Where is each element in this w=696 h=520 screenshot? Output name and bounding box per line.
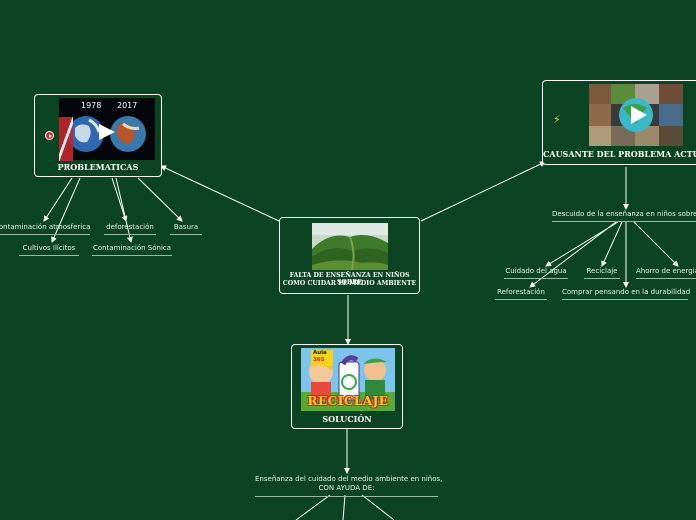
year-right-label: 2017 (117, 101, 138, 110)
leaf-comprar-durabilidad[interactable]: Comprar pensando en la durabilidad (562, 288, 690, 300)
red-stripe-decoration (59, 117, 73, 161)
link-ensenanza-3 (361, 494, 395, 520)
year-left-label: 1978 (81, 101, 102, 110)
link-prob-deforestacion (111, 177, 128, 222)
leaf-basura[interactable]: Basura (170, 223, 202, 235)
subtopic-ensenanza-line2: CON AYUDA DE: (318, 484, 375, 492)
link-desc-reciclaje (601, 221, 623, 267)
subtopic-ensenanza[interactable]: Enseñanza del cuidado del medio ambiente… (255, 475, 443, 497)
leaf-contaminacion-sonica[interactable]: Contaminación Sónica (92, 244, 172, 256)
link-prob-contaminacion (43, 177, 73, 222)
central-topic-node[interactable]: FALTA DE ENSEÑANZA EN NIÑOS SOBRE COMO C… (279, 217, 420, 294)
reciclaje-poster-word: RECICLAJE (307, 394, 389, 408)
leaf-reforestacion[interactable]: Reforestación (495, 288, 547, 300)
badge-line1: Aula (313, 350, 327, 356)
leaf-cuidado-agua[interactable]: Cuidado del agua (504, 267, 568, 279)
problematicas-title: PROBLEMATICAS (57, 162, 139, 172)
forest-image (312, 223, 388, 270)
youtube-icon[interactable] (45, 131, 54, 140)
solucion-node[interactable]: Aula 365 RECICLAJE SOLUCIÓN (291, 344, 403, 429)
leaf-cultivos-ilicitos[interactable]: Cultivos Ilícitos (19, 244, 79, 256)
link-prob-sonica (115, 177, 133, 243)
solucion-title: SOLUCIÓN (322, 414, 372, 424)
link-prob-cultivos (51, 177, 81, 243)
leaf-ahorro-energia[interactable]: Ahorro de energia (636, 267, 696, 279)
earth-comparison-image: 1978 2017 (59, 98, 155, 160)
badge-line2: 365 (313, 357, 325, 363)
subtopic-descuido[interactable]: Descuido de la enseñanza en niños sobre: (552, 210, 696, 222)
causante-node[interactable]: CAUSANTE DEL PROBLEMA ACTUAL (542, 80, 696, 165)
causante-title: CAUSANTE DEL PROBLEMA ACTUAL (543, 149, 696, 159)
link-prob-basura (137, 177, 183, 222)
link-ensenanza-2 (342, 494, 346, 520)
leaf-contaminacion-atmosferica[interactable]: Contaminación atmosferica (0, 223, 90, 235)
problematicas-node[interactable]: 1978 2017 PROBLEMATICAS (34, 94, 162, 177)
lightning-icon[interactable]: ⚡ (553, 113, 561, 126)
link-desc-ahorro (633, 221, 679, 267)
central-topic-title-line1: FALTA DE ENSEÑANZA EN NIÑOS SOBRE (289, 272, 410, 286)
link-ensenanza-1 (295, 494, 331, 520)
collage-image (589, 84, 683, 146)
central-topic-title-line2: COMO CUIDAR EL MEDIO AMBIENTE (282, 280, 417, 287)
recycling-poster-image: Aula 365 RECICLAJE (301, 348, 395, 411)
link-central-problematicas (160, 165, 280, 222)
subtopic-ensenanza-line1: Enseñanza del cuidado del medio ambiente… (255, 475, 443, 483)
leaf-deforestacion[interactable]: deforestación (104, 223, 156, 235)
leaf-reciclaje[interactable]: Reciclaje (584, 267, 620, 279)
aula365-badge: Aula 365 (311, 350, 333, 366)
link-desc-reforestacion (529, 221, 617, 288)
link-central-causante (420, 161, 546, 222)
